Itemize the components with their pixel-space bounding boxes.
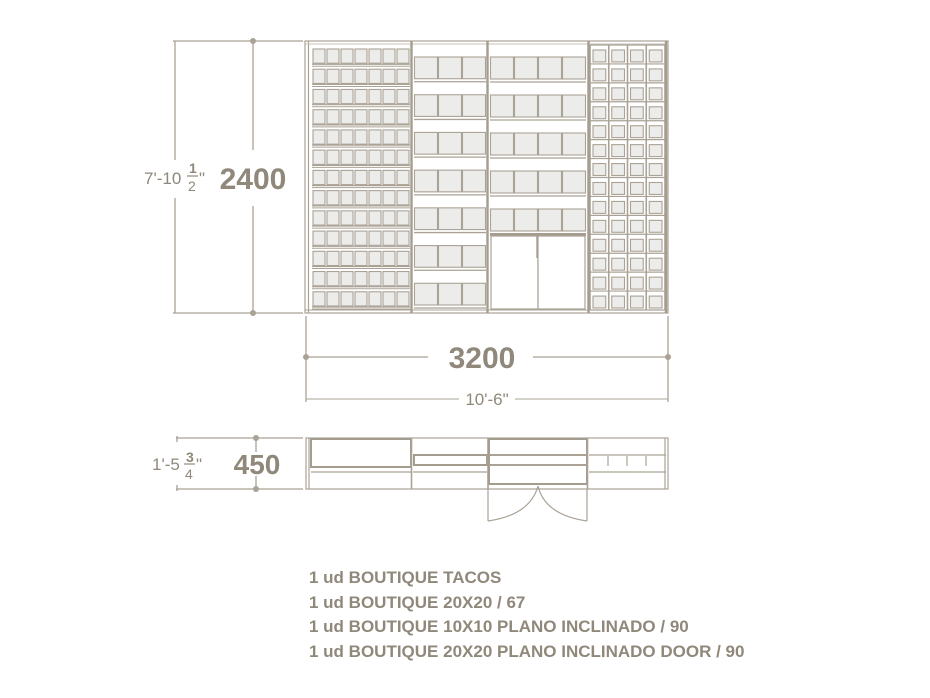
module-boutique-tacos xyxy=(413,56,487,309)
item-line: 1 ud BOUTIQUE 20X20 / 67 xyxy=(309,592,526,612)
plan-view xyxy=(305,437,669,522)
svg-text:7'-10: 7'-10 xyxy=(144,169,181,188)
height-dimension xyxy=(173,38,303,316)
elevation-view xyxy=(304,40,669,314)
svg-text:": " xyxy=(199,169,205,188)
height-imperial-label: 7'-10 1 2 " xyxy=(144,160,205,194)
depth-imperial-label: 1'-5 3 4 " xyxy=(152,449,202,482)
item-line: 1 ud BOUTIQUE 20X20 PLANO INCLINADO DOOR… xyxy=(309,641,745,661)
width-dimension xyxy=(303,316,671,402)
item-line: 1 ud BOUTIQUE TACOS xyxy=(309,568,502,587)
height-mm-label: 2400 xyxy=(220,163,287,196)
svg-text:1'-5: 1'-5 xyxy=(152,455,180,474)
module-boutique-door xyxy=(489,56,587,310)
module-boutique-10x10 xyxy=(589,44,666,311)
svg-text:3: 3 xyxy=(186,449,194,465)
svg-text:1: 1 xyxy=(189,160,197,176)
depth-mm-label: 450 xyxy=(234,449,281,480)
item-list: 1 ud BOUTIQUE TACOS 1 ud BOUTIQUE 20X20 … xyxy=(309,566,744,664)
item-line: 1 ud BOUTIQUE 10X10 PLANO INCLINADO / 90 xyxy=(309,617,689,636)
svg-text:": " xyxy=(196,455,202,474)
width-imperial-label: 10'-6" xyxy=(465,390,508,409)
module-boutique-20x20 xyxy=(312,48,410,310)
door-swing-icon xyxy=(487,485,588,522)
width-mm-label: 3200 xyxy=(449,342,516,375)
svg-text:2: 2 xyxy=(188,178,196,194)
svg-text:4: 4 xyxy=(185,466,193,482)
depth-dimension xyxy=(176,435,303,492)
